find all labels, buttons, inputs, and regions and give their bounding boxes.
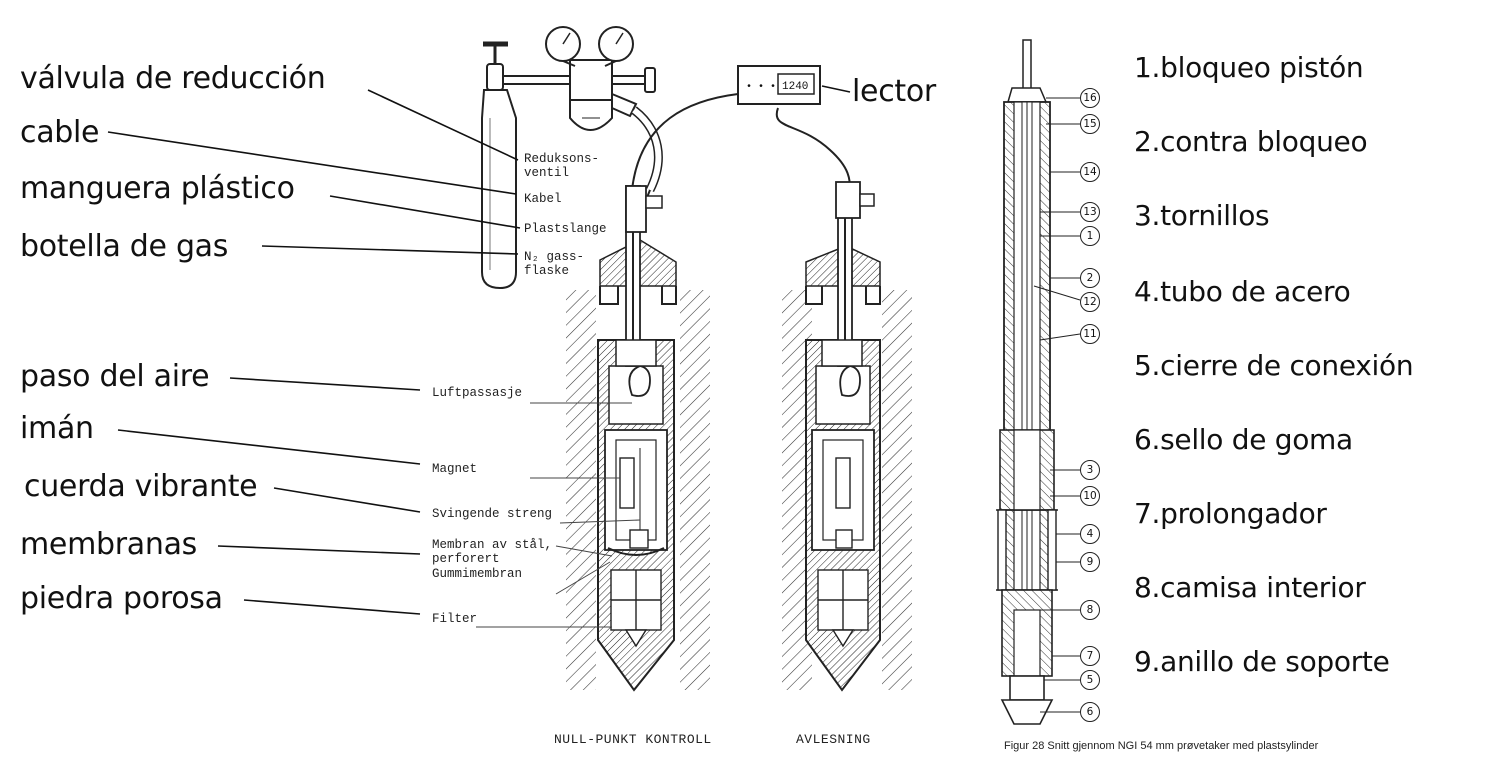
callout-2: 2 bbox=[1080, 268, 1100, 288]
callout-5: 5 bbox=[1080, 670, 1100, 690]
legend-item-5: 5.cierre de conexión bbox=[1134, 349, 1414, 382]
callout-11: 11 bbox=[1080, 324, 1100, 344]
label-iman: imán bbox=[20, 411, 94, 446]
label-membranas: membranas bbox=[20, 527, 197, 562]
legend-item-2: 2.contra bloqueo bbox=[1134, 125, 1368, 158]
callout-14: 14 bbox=[1080, 162, 1100, 182]
callout-10: 10 bbox=[1080, 486, 1100, 506]
leader-lines bbox=[107, 85, 851, 615]
label-no-membran: Membran av stål, perforert Gummimembran bbox=[432, 538, 553, 581]
legend-item-6: 6.sello de goma bbox=[1134, 423, 1353, 456]
reader-buttons-text: • • • bbox=[746, 82, 776, 93]
label-no-kabel: Kabel bbox=[524, 192, 562, 206]
label-cable: cable bbox=[20, 115, 100, 150]
label-no-gassflaske: N₂ gass- flaske bbox=[524, 250, 585, 279]
legend-item-1: 1.bloqueo pistón bbox=[1134, 51, 1364, 84]
sampler-cross-section bbox=[996, 39, 1081, 725]
label-no-filter: Filter bbox=[432, 612, 478, 626]
legend-item-7: 7.prolongador bbox=[1134, 497, 1327, 530]
callout-6: 6 bbox=[1080, 702, 1100, 722]
label-no-reduksjonsventil: Reduksons- ventil bbox=[524, 152, 600, 181]
legend-item-8: 8.camisa interior bbox=[1134, 571, 1366, 604]
callout-16: 16 bbox=[1080, 88, 1100, 108]
reader-display-text: 1240 bbox=[782, 81, 808, 93]
callout-8: 8 bbox=[1080, 600, 1100, 620]
label-valvula-reduccion: válvula de reducción bbox=[20, 61, 326, 96]
callout-3: 3 bbox=[1080, 460, 1100, 480]
callout-1: 1 bbox=[1080, 226, 1100, 246]
reader-device: 1240 • • • bbox=[737, 65, 821, 105]
label-no-svingende-streng: Svingende streng bbox=[432, 507, 553, 521]
label-piedra-porosa: piedra porosa bbox=[20, 581, 223, 616]
label-lector: lector bbox=[852, 74, 936, 109]
borehole-right bbox=[782, 181, 912, 692]
callout-4: 4 bbox=[1080, 524, 1100, 544]
callout-9: 9 bbox=[1080, 552, 1100, 572]
label-no-magnet: Magnet bbox=[432, 462, 478, 476]
figure-caption: Figur 28 Snitt gjennom NGI 54 mm prøveta… bbox=[1004, 740, 1319, 752]
gas-bottle-assembly bbox=[481, 26, 656, 290]
callout-15: 15 bbox=[1080, 114, 1100, 134]
label-manguera-plastico: manguera plástico bbox=[20, 171, 295, 206]
legend-item-9: 9.anillo de soporte bbox=[1134, 645, 1390, 678]
legend-item-3: 3.tornillos bbox=[1134, 199, 1270, 232]
callout-12: 12 bbox=[1080, 292, 1100, 312]
label-cuerda-vibrante: cuerda vibrante bbox=[24, 469, 258, 504]
label-no-luftpassasje: Luftpassasje bbox=[432, 386, 523, 400]
label-botella-gas: botella de gas bbox=[20, 229, 229, 264]
pointer-lines bbox=[476, 402, 641, 628]
caption-null-punkt-kontroll: NULL-PUNKT KONTROLL bbox=[554, 732, 712, 747]
callout-7: 7 bbox=[1080, 646, 1100, 666]
callout-13: 13 bbox=[1080, 202, 1100, 222]
caption-avlesning: AVLESNING bbox=[796, 732, 871, 747]
legend-item-4: 4.tubo de acero bbox=[1134, 275, 1351, 308]
hose-and-cable bbox=[631, 93, 851, 211]
label-paso-aire: paso del aire bbox=[20, 359, 210, 394]
label-no-plastslange: Plastslange bbox=[524, 222, 607, 236]
borehole-left bbox=[566, 185, 710, 692]
